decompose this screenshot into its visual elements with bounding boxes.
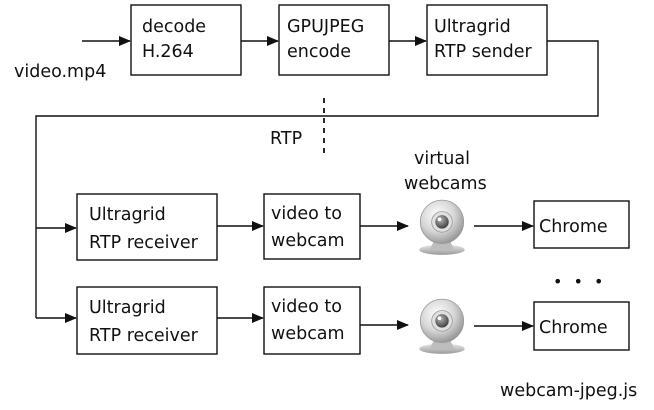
sender-box-line2: RTP sender: [434, 42, 533, 62]
receiver-box-2: [76, 286, 218, 355]
virtual-webcams-label-line1: virtual: [414, 149, 470, 169]
sender-box: [426, 4, 548, 76]
script-name-label: webcam-jpeg.js: [500, 381, 637, 401]
chrome-box-1: [533, 200, 630, 249]
receiver-box-1-line2: RTP receiver: [89, 233, 199, 253]
more-instances-ellipsis: • • •: [553, 272, 606, 291]
rtp-network-line: [35, 40, 599, 318]
gpujpeg-box: [278, 4, 390, 76]
input-file-label: video.mp4: [14, 62, 106, 82]
decode-box-line1: decode: [142, 17, 206, 37]
receiver-box-2-line1: Ultragrid: [89, 298, 166, 318]
receiver-box-1: [76, 193, 218, 261]
decode-box-line2: H.264: [142, 42, 194, 62]
rtp-label: RTP: [270, 129, 302, 149]
video-to-webcam-box-2: [263, 286, 361, 355]
gpujpeg-box-line1: GPUJPEG: [287, 17, 364, 37]
chrome-box-2-label: Chrome: [539, 318, 608, 338]
chrome-box-2: [533, 301, 630, 351]
decode-box: [130, 4, 242, 76]
video-to-webcam-box-1-line2: webcam: [271, 231, 345, 251]
sender-box-line1: Ultragrid: [434, 17, 511, 37]
chrome-box-1-label: Chrome: [539, 217, 608, 237]
gpujpeg-box-line2: encode: [287, 42, 351, 62]
virtual-webcams-label-line2: webcams: [404, 174, 487, 194]
video-to-webcam-box-2-line2: webcam: [271, 324, 345, 344]
video-to-webcam-box-2-line1: video to: [271, 297, 342, 317]
webcam-icon: [418, 199, 466, 256]
webcam-icon: [418, 298, 466, 355]
video-to-webcam-box-1-line1: video to: [271, 204, 342, 224]
receiver-box-2-line2: RTP receiver: [89, 326, 199, 346]
receiver-box-1-line1: Ultragrid: [89, 205, 166, 225]
